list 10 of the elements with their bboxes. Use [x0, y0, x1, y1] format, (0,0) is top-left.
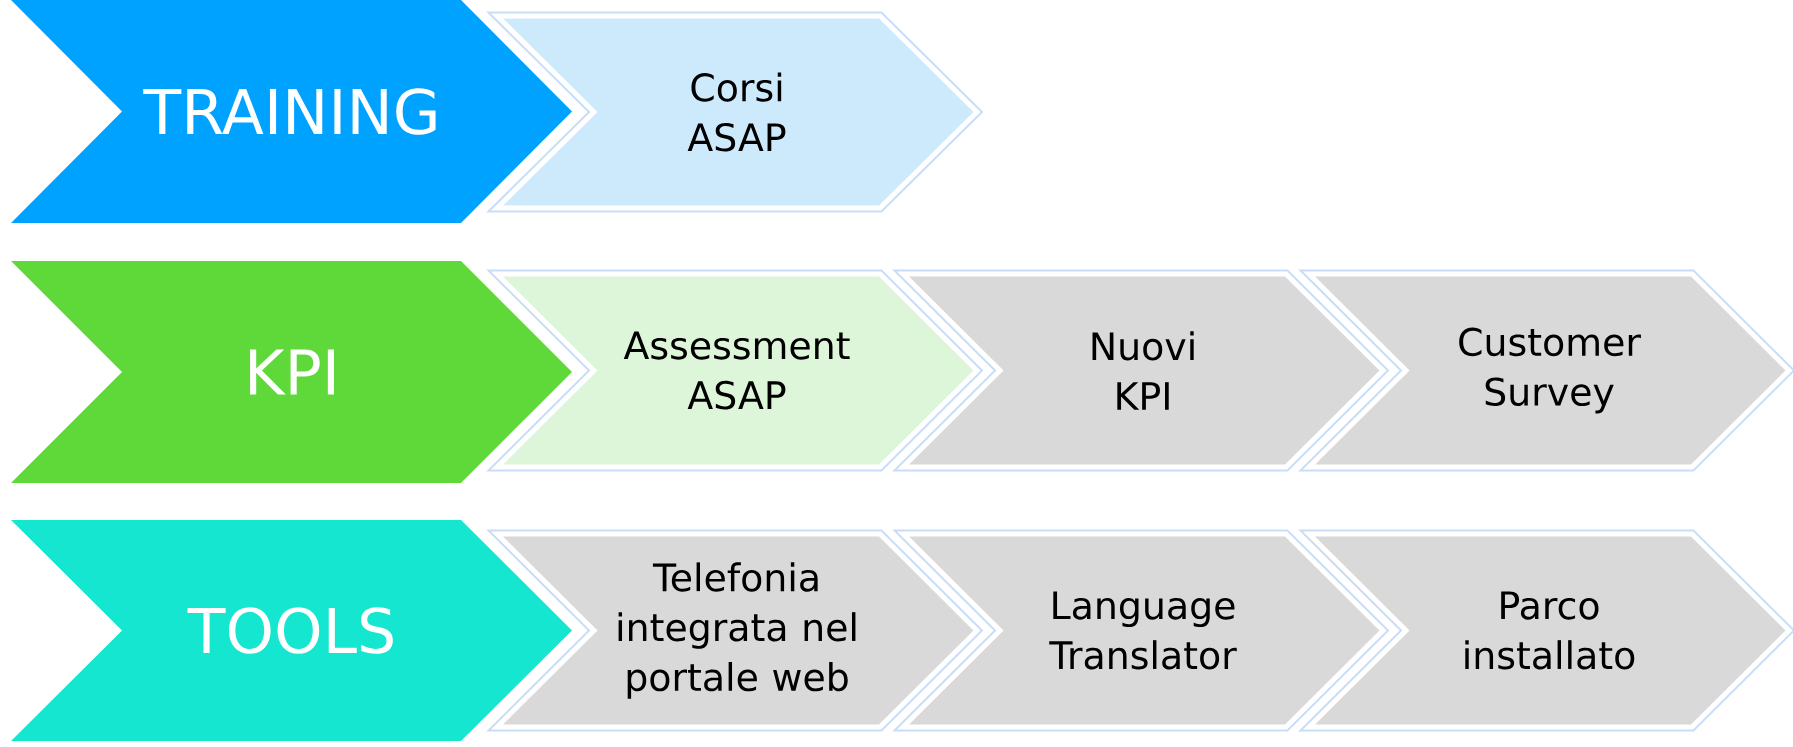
process-step: Assessment ASAP: [486, 269, 984, 472]
category-banner: TRAINING: [11, 0, 572, 223]
process-step: Nuovi KPI: [892, 269, 1390, 472]
process-step: Parco installato: [1298, 529, 1793, 732]
process-step: Customer Survey: [1298, 269, 1793, 472]
category-banner: KPI: [11, 261, 572, 483]
category-banner: TOOLS: [11, 520, 572, 741]
process-step: Language Translator: [892, 529, 1390, 732]
process-step: Telefonia integrata nel portale web: [486, 529, 984, 732]
process-step: Corsi ASAP: [486, 11, 984, 213]
